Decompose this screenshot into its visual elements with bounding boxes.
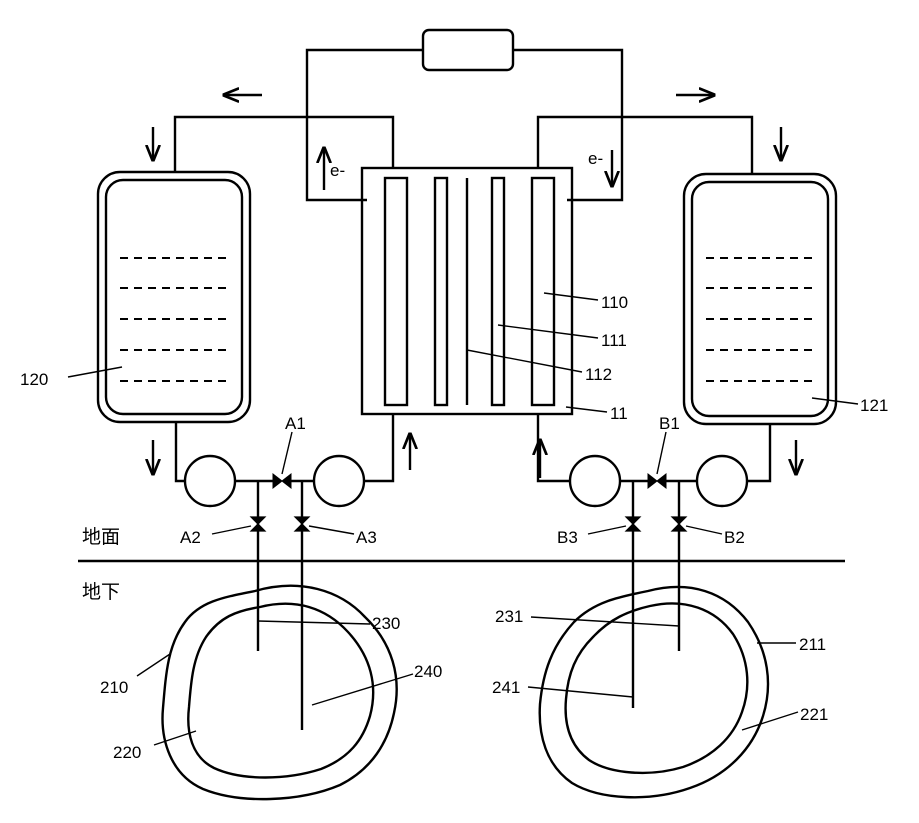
- pump-right-outer: [697, 456, 747, 506]
- label-220: 220: [113, 743, 141, 762]
- pump-right-inner: [570, 456, 620, 506]
- label-241: 241: [492, 678, 520, 697]
- label-underground: 地下: [82, 581, 120, 603]
- pump-left-outer: [185, 456, 235, 506]
- external-load-circuit: [307, 30, 622, 200]
- pipe-top-right: [538, 117, 752, 174]
- label-a2: A2: [180, 528, 201, 547]
- electron-label-left: e-: [330, 161, 345, 180]
- label-a1: A1: [285, 414, 306, 433]
- label-120: 120: [20, 370, 48, 389]
- label-11: 11: [610, 404, 628, 423]
- electron-flow-left: e-: [324, 148, 345, 190]
- tank-right: [684, 174, 836, 424]
- label-112: 112: [585, 365, 612, 384]
- pump-left-inner: [314, 456, 364, 506]
- label-b1: B1: [659, 414, 680, 433]
- electron-label-right: e-: [588, 149, 603, 168]
- valve-a1: [273, 474, 291, 488]
- cavern-right: [540, 587, 768, 797]
- valve-a2: [251, 517, 265, 531]
- cavern-outer-right: [540, 587, 768, 797]
- tank-left: [98, 172, 250, 422]
- membrane-plate-right: [492, 178, 504, 405]
- battery-stack: [362, 168, 572, 414]
- label-b2: B2: [724, 528, 745, 547]
- electrode-plate-right: [532, 178, 554, 405]
- cavern-inner-left: [188, 604, 373, 778]
- valve-b1: [648, 474, 666, 488]
- electron-flow-right: e-: [588, 149, 612, 186]
- label-230: 230: [372, 614, 400, 633]
- label-111: 111: [601, 331, 627, 350]
- label-240: 240: [414, 662, 442, 681]
- label-221: 221: [800, 705, 828, 724]
- label-121: 121: [860, 396, 888, 415]
- label-above-ground: 地面: [82, 526, 120, 548]
- label-210: 210: [100, 678, 128, 697]
- pipe-top-left: [175, 117, 393, 172]
- electrode-plate-left: [385, 178, 407, 405]
- external-load-resistor: [423, 30, 513, 70]
- label-110: 110: [601, 293, 628, 312]
- label-231: 231: [495, 607, 523, 626]
- pump-loop-right: [538, 414, 770, 506]
- label-b3: B3: [557, 528, 578, 547]
- valve-a3: [295, 517, 309, 531]
- label-a3: A3: [356, 528, 377, 547]
- cavern-left: [163, 586, 397, 799]
- cavern-inner-right: [566, 603, 748, 772]
- membrane-plate-left: [435, 178, 447, 405]
- valve-b3: [626, 517, 640, 531]
- cavern-outer-left: [163, 586, 397, 799]
- label-211: 211: [799, 635, 826, 654]
- valve-b2: [672, 517, 686, 531]
